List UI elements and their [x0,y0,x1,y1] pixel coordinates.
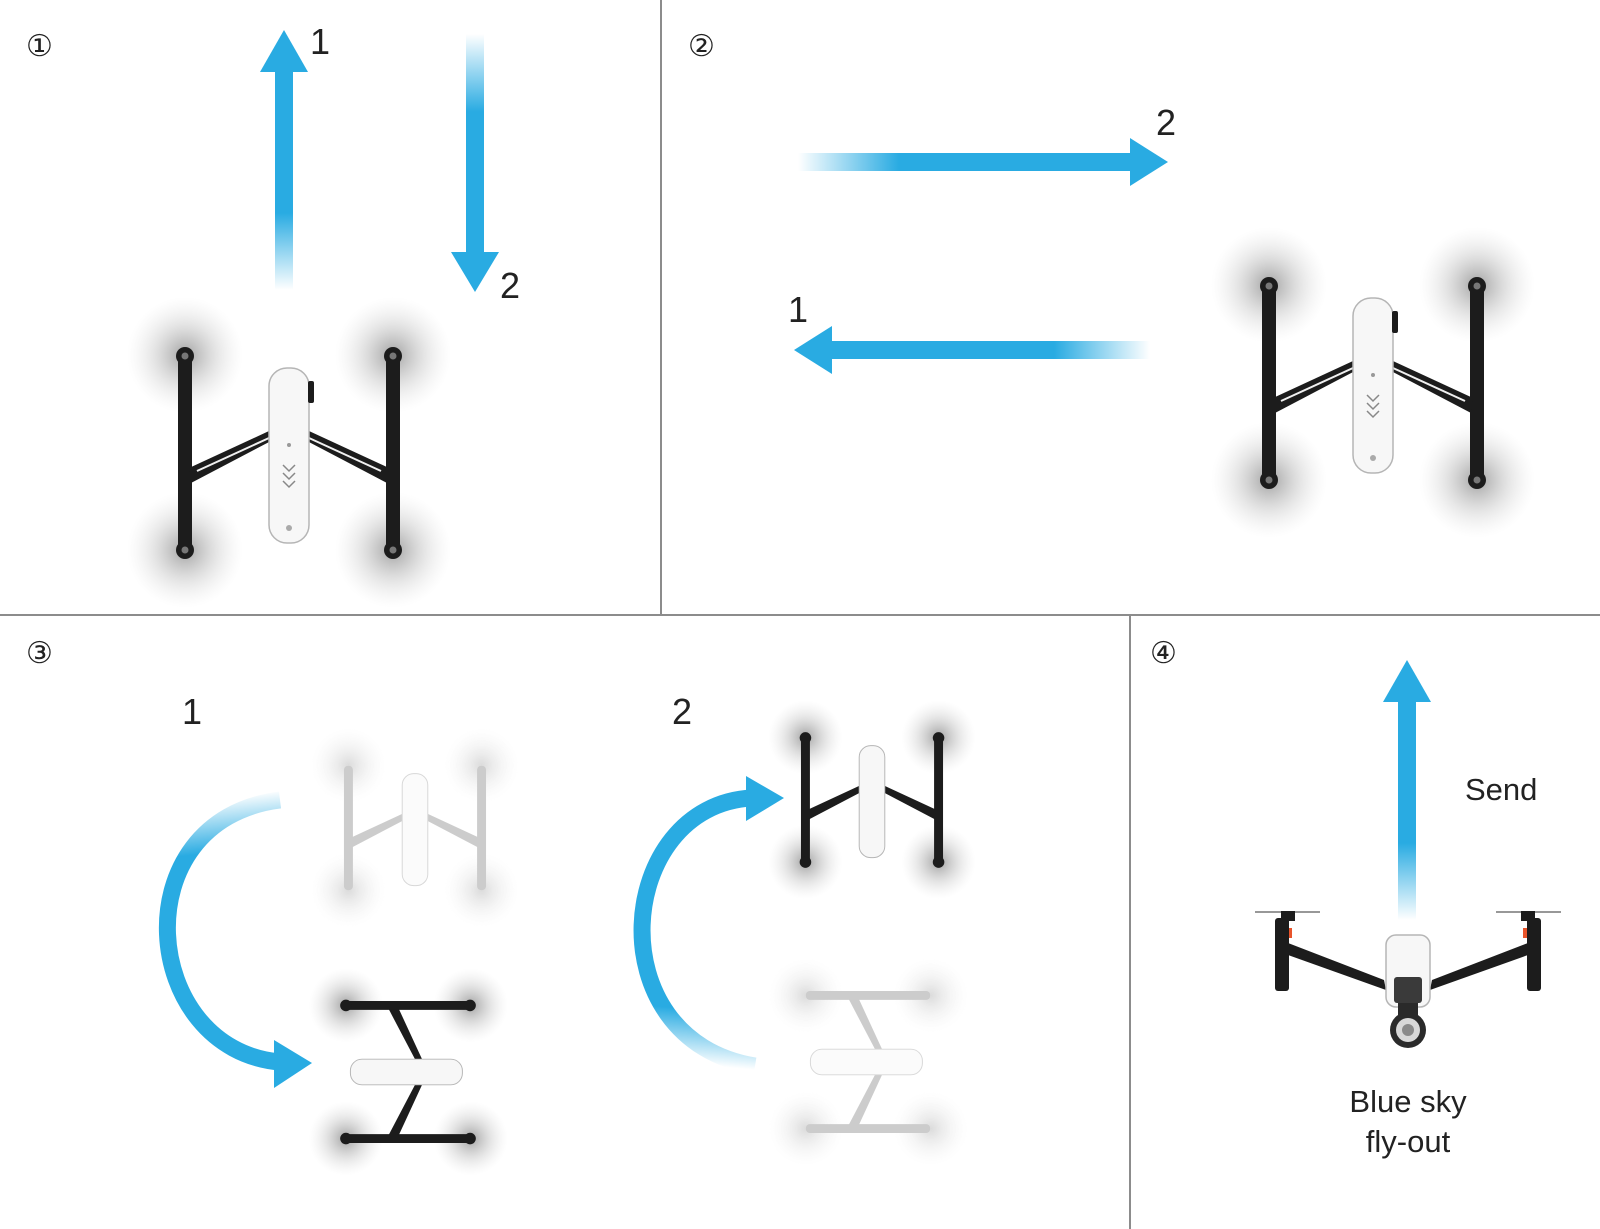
arrow-icon [794,326,1150,374]
step-number-4: ④ [1150,637,1177,670]
curved-arrow-icon [633,776,784,1075]
maneuver-label-2: 2 [1156,102,1176,143]
arrow-icon [798,138,1168,186]
fly-out-label-line-1: Blue sky [1349,1084,1467,1119]
panel-2: ② 2 1 [688,30,1535,538]
arrow-icon [451,34,499,292]
step-number-1: ① [26,30,53,63]
panel-3: ③ 1 2 [26,637,976,1176]
drone-top-view-icon [768,700,976,900]
drone-front-view-icon [1255,911,1561,1048]
panel-1: ① 1 2 [26,21,520,608]
drone-top-view-icon [1211,227,1535,538]
arrow-icon [1383,660,1431,920]
drone-top-view-icon [308,968,508,1176]
maneuver-label-2: 2 [672,691,692,732]
arrow-icon [260,30,308,290]
drone-top-view-icon [768,958,968,1166]
maneuver-label-2: 2 [500,265,520,306]
step-number-2: ② [688,30,715,63]
drone-top-view-icon [127,297,451,608]
send-label: Send [1465,772,1537,807]
curved-arrow-icon [159,791,312,1088]
maneuver-label-1: 1 [788,289,808,330]
drone-top-view-icon [311,728,519,928]
panel-4: ④ Send [1150,637,1561,1159]
fly-out-label-line-2: fly-out [1366,1124,1451,1159]
maneuver-label-1: 1 [182,691,202,732]
maneuver-label-1: 1 [310,21,330,62]
step-number-3: ③ [26,637,53,670]
